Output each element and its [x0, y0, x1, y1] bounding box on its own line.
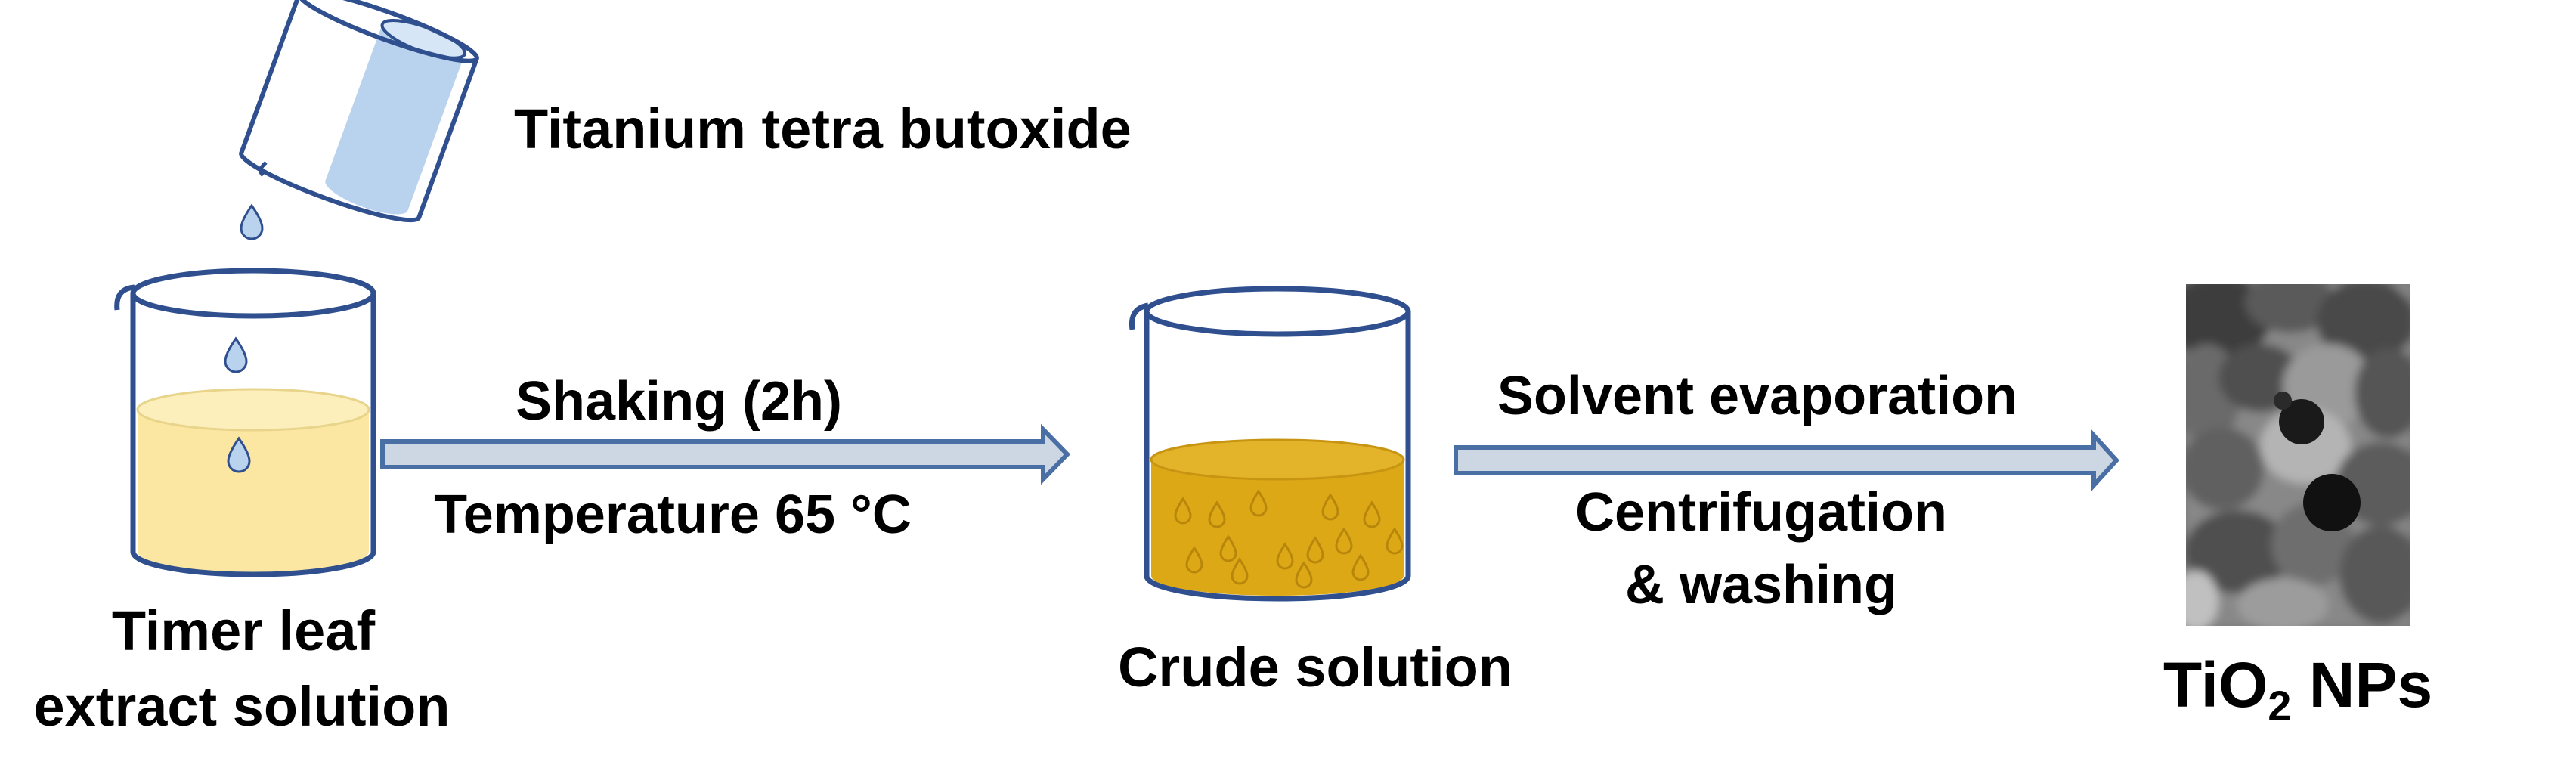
step2-top-label: Solvent evaporation [1497, 366, 2017, 426]
beaker-crude-solution-icon [1129, 286, 1411, 602]
beaker-yellow-solution-icon [114, 268, 376, 577]
tilted-beaker-icon [239, 0, 479, 223]
start-label-line1: Timer leaf [112, 599, 376, 662]
process-arrow-2 [1454, 429, 2120, 491]
step2-bottom-line2: & washing [1625, 555, 1897, 615]
falling-drop-icon [240, 203, 264, 240]
tem-micrograph-nanoparticles [2186, 284, 2410, 626]
step2-bottom-line1: Centrifugation [1575, 482, 1947, 543]
process-arrow-1 [380, 423, 1071, 485]
start-label-line2: extract solution [34, 675, 450, 738]
intermediate-label: Crude solution [1118, 636, 1512, 698]
product-label-subscript: 2 [2268, 682, 2291, 729]
reagent-label: Titanium tetra butoxide [514, 98, 1132, 160]
product-label-suffix: NPs [2291, 649, 2432, 720]
step1-bottom-label: Temperature 65 °C [434, 485, 912, 545]
product-label-main: TiO [2163, 649, 2268, 720]
product-label: TiO2 NPs [2163, 649, 2432, 729]
step1-top-label: Shaking (2h) [516, 371, 842, 432]
